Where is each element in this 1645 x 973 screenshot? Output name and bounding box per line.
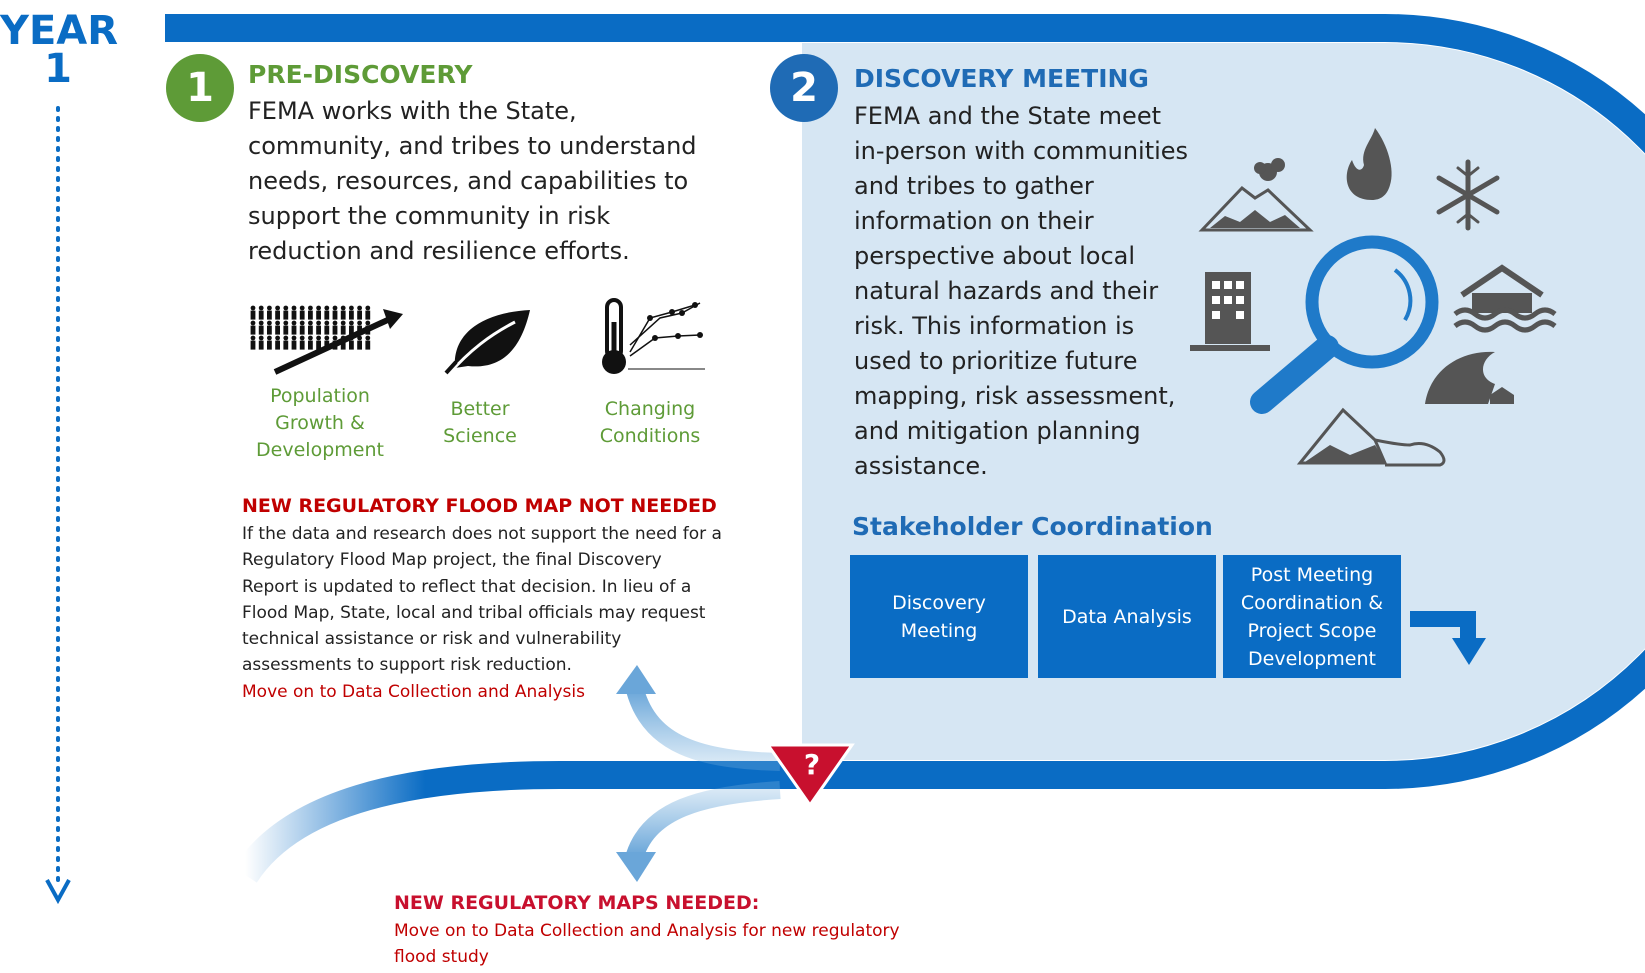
icon-label-population: Population Growth & Development: [256, 385, 384, 461]
decision-symbol: ?: [803, 748, 821, 781]
flood-house-icon: [1453, 264, 1557, 333]
step1-body: FEMA works with the State, community, an…: [248, 97, 697, 265]
step1-number: 1: [186, 65, 214, 111]
fire-icon: [1346, 128, 1392, 200]
branch-down-arrow: [626, 781, 781, 859]
stakeholder-box-data-analysis: Data Analysis: [1038, 555, 1216, 678]
decision-triangle: [765, 743, 855, 808]
step1-circle: [166, 54, 234, 122]
year-number: 1: [44, 46, 72, 92]
step2-number: 2: [790, 65, 818, 111]
magnifier-icon: [1250, 235, 1439, 414]
branch-up-arrow: [626, 687, 781, 771]
volcano-icon: [1198, 158, 1314, 232]
step1-title: PRE-DISCOVERY: [248, 60, 473, 89]
leaf-icon: [444, 310, 530, 376]
step2-title: DISCOVERY MEETING: [854, 64, 1149, 93]
needed-body: Move on to Data Collection and Analysis …: [394, 921, 900, 967]
hazard-icons: [1190, 128, 1557, 467]
not-needed-title: NEW REGULATORY FLOOD MAP NOT NEEDED: [242, 495, 717, 517]
step2-body: FEMA and the State meet in-person with c…: [854, 102, 1189, 480]
icon-label-science: Better Science: [443, 398, 517, 447]
stakeholder-next-arrow: [1410, 611, 1476, 641]
lower-swoosh: [233, 761, 760, 883]
snowflake-icon: [1436, 159, 1500, 231]
earthquake-building-icon: [1190, 272, 1270, 351]
year-text: YEAR: [0, 8, 119, 54]
landslide-icon: [1296, 407, 1446, 467]
timeline-arrowhead: [45, 879, 71, 905]
not-needed-next: Move on to Data Collection and Analysis: [242, 682, 585, 702]
stakeholder-title: Stakeholder Coordination: [852, 512, 1213, 541]
step2-circle: [770, 54, 838, 122]
process-swoosh: [165, 13, 1645, 789]
thermometer-chart-icon: [602, 298, 705, 374]
stakeholder-box-discovery: Discovery Meeting: [850, 555, 1028, 678]
needed-title: NEW REGULATORY MAPS NEEDED:: [394, 892, 760, 914]
population-growth-icon: [250, 305, 403, 375]
tsunami-icon: [1425, 351, 1514, 404]
not-needed-body: If the data and research does not suppor…: [242, 524, 722, 676]
year-label: YEAR 1: [0, 8, 119, 92]
icon-label-conditions: Changing Conditions: [599, 398, 701, 447]
stakeholder-box-post-meeting: Post Meeting Coordination & Project Scop…: [1223, 555, 1401, 678]
